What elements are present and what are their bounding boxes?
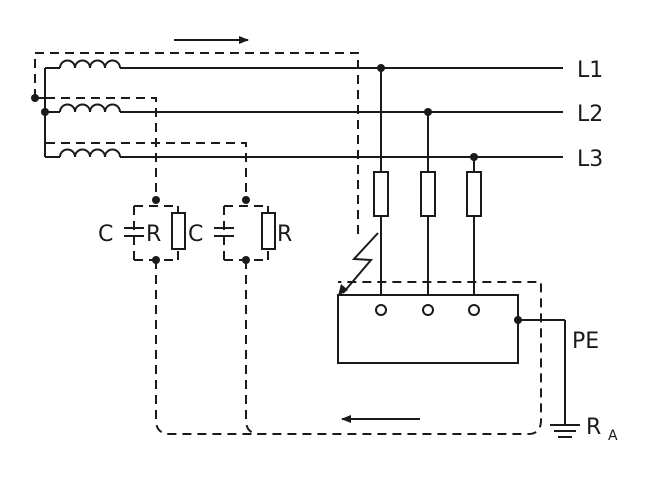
fault-flash-icon [342, 232, 379, 294]
terminal-1 [375, 304, 387, 316]
winding-coil-3 [59, 148, 121, 158]
fuse-branches [373, 64, 482, 305]
transformer-windings [31, 59, 121, 158]
label-l3: L3 [577, 147, 603, 172]
terminal-2 [422, 304, 434, 316]
fuse-1 [373, 171, 389, 217]
label-l2: L2 [577, 102, 603, 127]
resistor-2 [261, 212, 276, 250]
label-resistor-1: R [146, 222, 161, 247]
fault-current-return-path [155, 260, 542, 435]
label-capacitor-1: C [98, 222, 113, 247]
winding-coil-1 [59, 59, 121, 69]
fault-current-path-c2 [44, 142, 247, 200]
label-capacitor-2: C [188, 222, 203, 247]
fuse-2 [420, 171, 436, 217]
winding-coil-2 [59, 103, 121, 113]
fault-flash-tip [338, 284, 348, 296]
fuse-3 [466, 171, 482, 217]
fault-current-path-outer [34, 52, 359, 240]
label-pe: PE [572, 329, 599, 354]
resistor-1 [171, 212, 186, 250]
fault-current-path-c1 [44, 97, 157, 200]
label-l1: L1 [577, 58, 603, 83]
cr-group-2 [214, 196, 276, 264]
label-earth-resistance: R [586, 415, 601, 440]
label-earth-resistance-subscript: A [608, 428, 618, 444]
label-resistor-2: R [277, 222, 292, 247]
earth-ground-icon [550, 424, 580, 438]
terminal-3 [468, 304, 480, 316]
